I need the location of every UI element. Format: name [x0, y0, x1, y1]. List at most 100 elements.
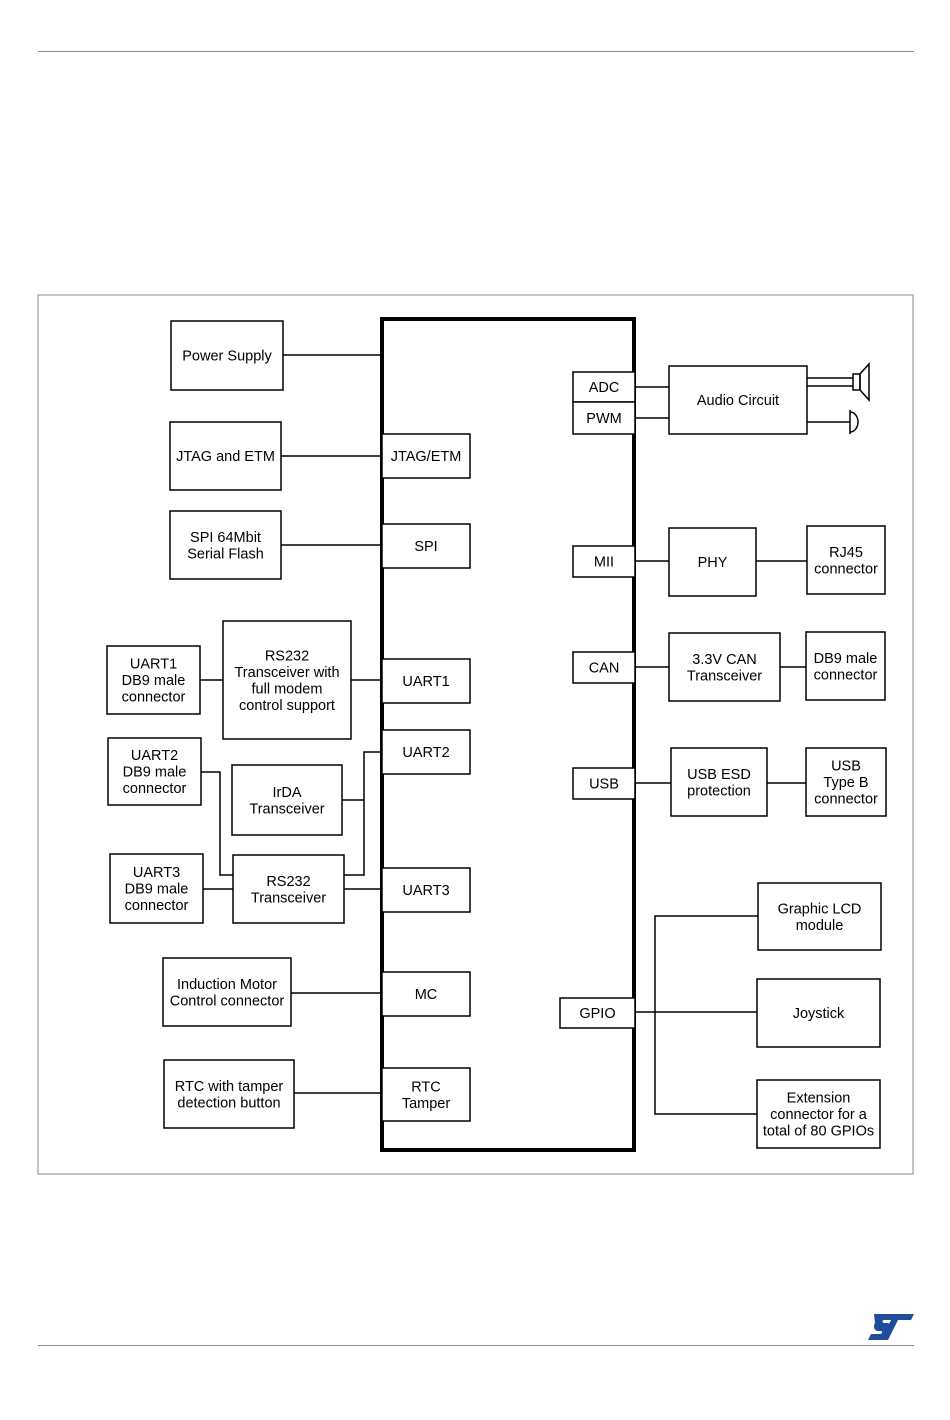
- uart2-connector-block-label: UART2: [131, 748, 178, 764]
- port-adc-label: ADC: [589, 380, 620, 396]
- rs232-modem-block-label: Transceiver with: [234, 665, 339, 681]
- audio-circuit-block: Audio Circuit: [668, 365, 808, 435]
- uart1-connector-block-label: UART1: [130, 657, 177, 673]
- uart3-connector-block-label: connector: [125, 898, 189, 914]
- audio-circuit-block-label: Audio Circuit: [697, 393, 779, 409]
- extension-connector-block-label: total of 80 GPIOs: [763, 1124, 874, 1140]
- port-usb-label: USB: [589, 777, 619, 793]
- rtc-tamper-block-label: RTC with tamper: [175, 1079, 284, 1095]
- port-uart3: UART3: [381, 867, 471, 913]
- can-db9-connector-block-label: connector: [814, 667, 878, 683]
- rj45-connector-block-label: connector: [814, 561, 878, 577]
- uart1-connector-block-label: connector: [122, 690, 186, 706]
- port-can-label: CAN: [589, 661, 620, 677]
- microphone-icon: [849, 410, 859, 434]
- rs232-block-label: Transceiver: [251, 890, 326, 906]
- st-logo-icon: [868, 1314, 914, 1340]
- figure-frame: [37, 294, 914, 1175]
- port-uart1: UART1: [381, 658, 471, 704]
- port-uart2-label: UART2: [402, 745, 449, 761]
- jtag-etm-block: JTAG and ETM: [169, 421, 282, 491]
- port-uart2: UART2: [381, 729, 471, 775]
- power-supply-block: Power Supply: [170, 320, 284, 391]
- port-mii-label: MII: [594, 555, 614, 571]
- rtc-tamper-block-label: detection button: [177, 1095, 280, 1111]
- motor-connector-block-label: Induction Motor: [177, 977, 277, 993]
- uart2-connector-block-label: connector: [123, 781, 187, 797]
- extension-connector-block-label: connector for a: [770, 1107, 868, 1123]
- uart3-connector-block-label: UART3: [133, 865, 180, 881]
- rs232-modem-block-label: RS232: [265, 648, 309, 664]
- rs232-modem-block-label: full modem: [252, 681, 323, 697]
- graphic-lcd-block-label: module: [796, 918, 844, 934]
- port-usb: USB: [572, 767, 636, 800]
- port-mc: MC: [381, 971, 471, 1017]
- jtag-etm-block-label: JTAG and ETM: [176, 449, 275, 465]
- port-adc: ADC: [572, 371, 636, 403]
- usb-connector-block-label: connector: [814, 792, 878, 808]
- can-db9-connector-block-label: DB9 male: [814, 651, 878, 667]
- motor-connector-block-label: Control connector: [170, 993, 285, 1009]
- usb-connector-block-label: Type B: [823, 775, 868, 791]
- port-spi: SPI: [381, 523, 471, 569]
- can-transceiver-block-label: 3.3V CAN: [692, 652, 756, 668]
- joystick-block-label: Joystick: [793, 1006, 845, 1022]
- rj45-connector-block-label: RJ45: [829, 545, 863, 561]
- connection-wires: [200, 354, 853, 1115]
- power-supply-block-label: Power Supply: [182, 349, 272, 365]
- port-mii: MII: [572, 545, 636, 578]
- phy-block: PHY: [668, 527, 757, 597]
- usb-esd-block-label: protection: [687, 783, 751, 799]
- port-spi-label: SPI: [414, 539, 437, 555]
- uart3-connector-block-label: DB9 male: [125, 882, 189, 898]
- port-jtag-etm-label: JTAG/ETM: [391, 449, 462, 465]
- port-pwm: PWM: [572, 401, 636, 435]
- usb-connector-block-label: USB: [831, 759, 861, 775]
- joystick-block: Joystick: [756, 978, 881, 1048]
- port-can: CAN: [572, 651, 636, 684]
- uart2-connector-block-label: DB9 male: [123, 765, 187, 781]
- port-gpio-label: GPIO: [579, 1006, 615, 1022]
- rs232-block-label: RS232: [266, 874, 310, 890]
- port-uart3-label: UART3: [402, 883, 449, 899]
- port-rtc-label: Tamper: [402, 1096, 451, 1112]
- extension-connector-block-label: Extension: [787, 1091, 851, 1107]
- port-gpio: GPIO: [559, 997, 636, 1029]
- header-rule: [38, 51, 914, 52]
- uart1-connector-block-label: DB9 male: [122, 673, 186, 689]
- graphic-lcd-block-label: Graphic LCD: [778, 901, 862, 917]
- phy-block-label: PHY: [698, 555, 728, 571]
- port-pwm-label: PWM: [586, 411, 621, 427]
- usb-esd-block-label: USB ESD: [687, 767, 751, 783]
- irda-block-label: Transceiver: [249, 801, 324, 817]
- spi-flash-block-label: Serial Flash: [187, 546, 264, 562]
- speaker-icon: [852, 362, 870, 402]
- can-transceiver-block-label: Transceiver: [687, 668, 762, 684]
- port-rtc-label: RTC: [411, 1079, 441, 1095]
- irda-block-label: IrDA: [273, 785, 302, 801]
- port-uart1-label: UART1: [402, 674, 449, 690]
- rs232-modem-block-label: control support: [239, 698, 335, 714]
- port-jtag-etm: JTAG/ETM: [381, 433, 471, 479]
- footer-rule: [38, 1345, 914, 1346]
- port-mc-label: MC: [415, 987, 438, 1003]
